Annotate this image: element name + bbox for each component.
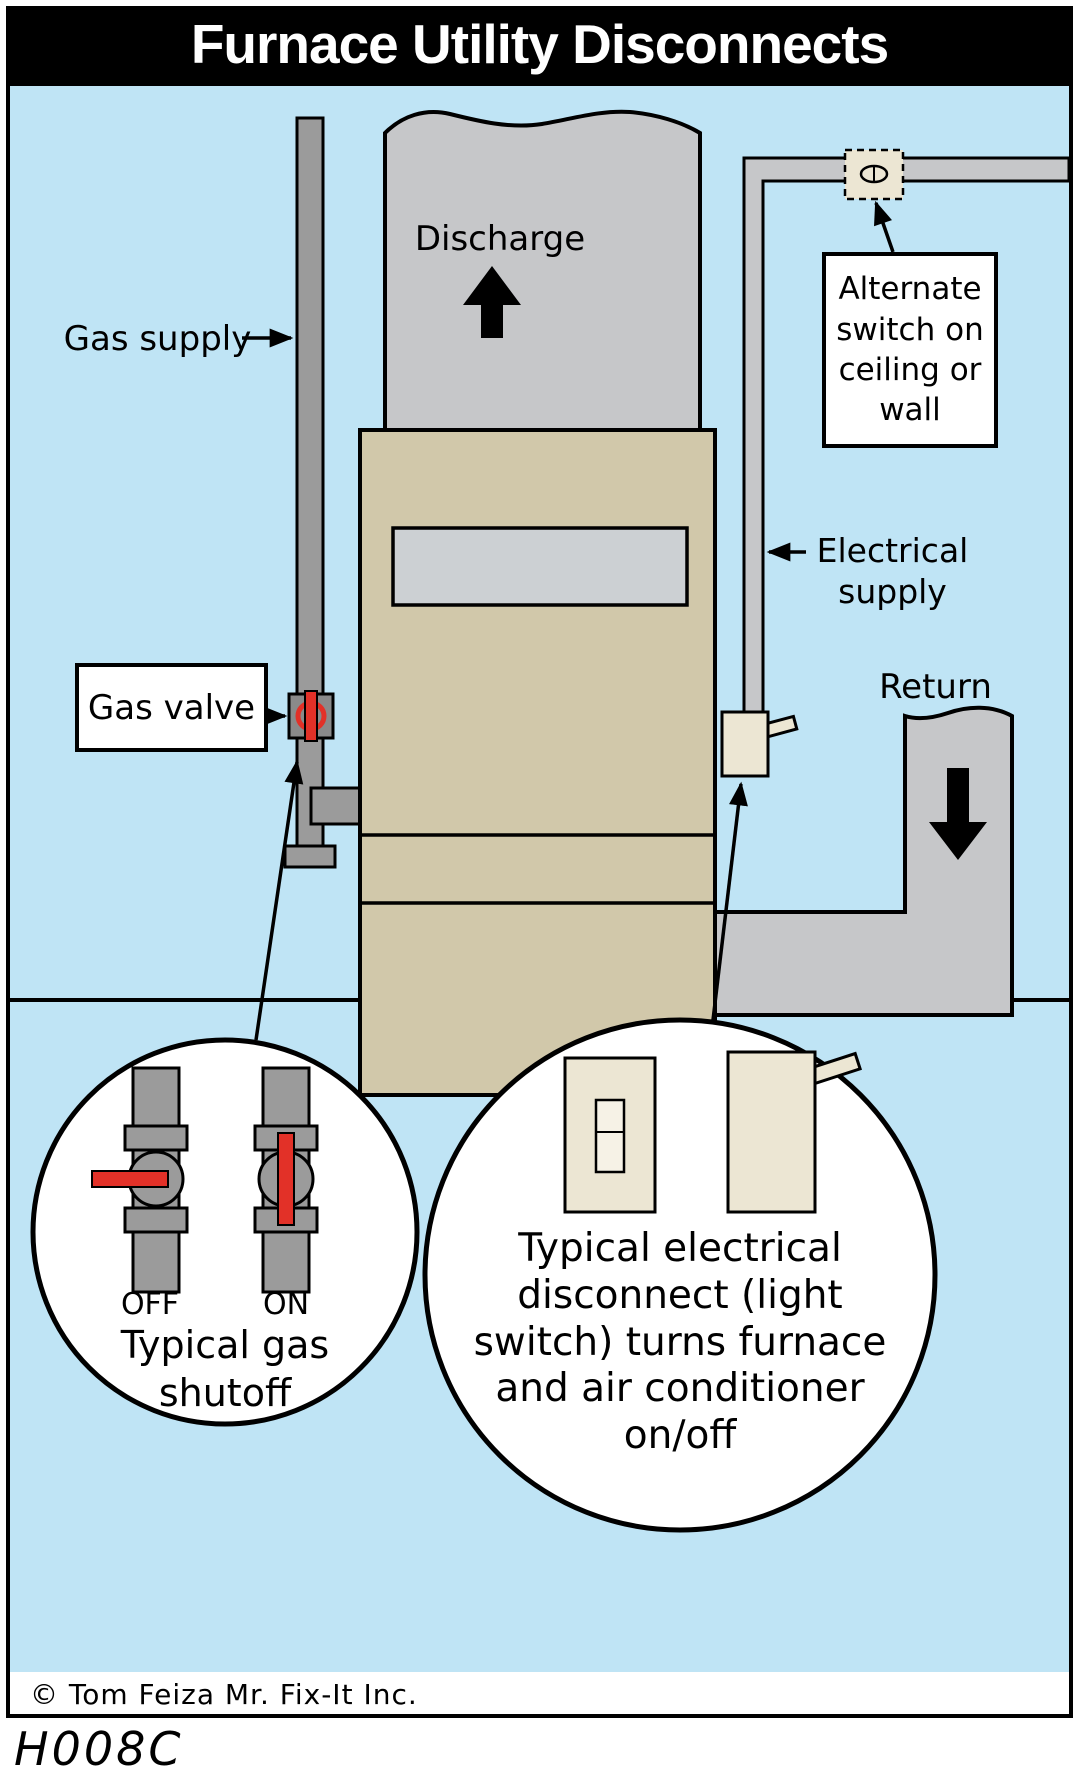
document-code: H008C	[14, 1722, 184, 1776]
return-duct	[713, 705, 1014, 1017]
off-handle	[91, 1170, 169, 1188]
gas-valve	[287, 690, 335, 742]
return-label: Return	[879, 667, 992, 707]
alternate-switch-label-box: Alternate switch on ceiling or wall	[822, 252, 998, 448]
gas-shutoff-caption: Typical gas shutoff	[120, 1323, 330, 1415]
electrical-disconnect-pointer-arrow	[711, 781, 748, 1021]
gas-pipe-cap	[283, 844, 337, 869]
furnace-panel	[391, 526, 689, 607]
alternate-switch	[843, 148, 905, 201]
gas-valve-label: Gas valve	[87, 687, 256, 728]
electrical-disconnect-caption: Typical electrical disconnect (light swi…	[473, 1226, 887, 1459]
return-duct-shape	[713, 705, 1014, 1017]
alternate-switch-arrow	[874, 200, 895, 253]
discharge-up-arrow	[463, 266, 521, 338]
discharge-duct-shape	[383, 109, 702, 438]
light-switch-toggle	[594, 1098, 626, 1174]
electrical-disconnect-detail-circle	[422, 1017, 938, 1533]
gas-valve-label-box: Gas valve	[75, 663, 268, 752]
gas-shutoff-pointer-arrow	[254, 759, 304, 1041]
on-label: ON	[262, 1287, 310, 1322]
title-bar: Furnace Utility Disconnects	[6, 6, 1073, 82]
copyright-text: © Tom Feiza Mr. Fix-It Inc.	[30, 1678, 418, 1711]
electrical-supply-label: Electrical supply	[816, 531, 969, 612]
furnace	[358, 428, 717, 1097]
junction-box-body	[720, 710, 770, 778]
shutoff-flange	[123, 1124, 189, 1152]
gas-pipe-branch	[309, 786, 365, 826]
page-title: Furnace Utility Disconnects	[190, 13, 889, 75]
return-down-arrow	[929, 768, 987, 860]
discharge-duct	[383, 109, 702, 438]
electrical-junction-box	[720, 710, 799, 778]
gas-shutoff-detail-circle	[30, 1037, 420, 1427]
alternate-switch-label: Alternate switch on ceiling or wall	[836, 271, 984, 429]
gas-supply-label: Gas supply	[63, 319, 252, 359]
gas-supply-pipe	[283, 116, 365, 869]
discharge-label: Discharge	[414, 219, 586, 259]
on-handle	[277, 1132, 295, 1226]
gas-valve-handle	[304, 690, 318, 742]
pointer-arrows	[242, 200, 895, 1041]
shutoff-flange	[123, 1206, 189, 1234]
off-label: OFF	[120, 1287, 180, 1322]
disconnect-box	[726, 1050, 817, 1214]
footer-strip	[10, 1672, 1069, 1714]
